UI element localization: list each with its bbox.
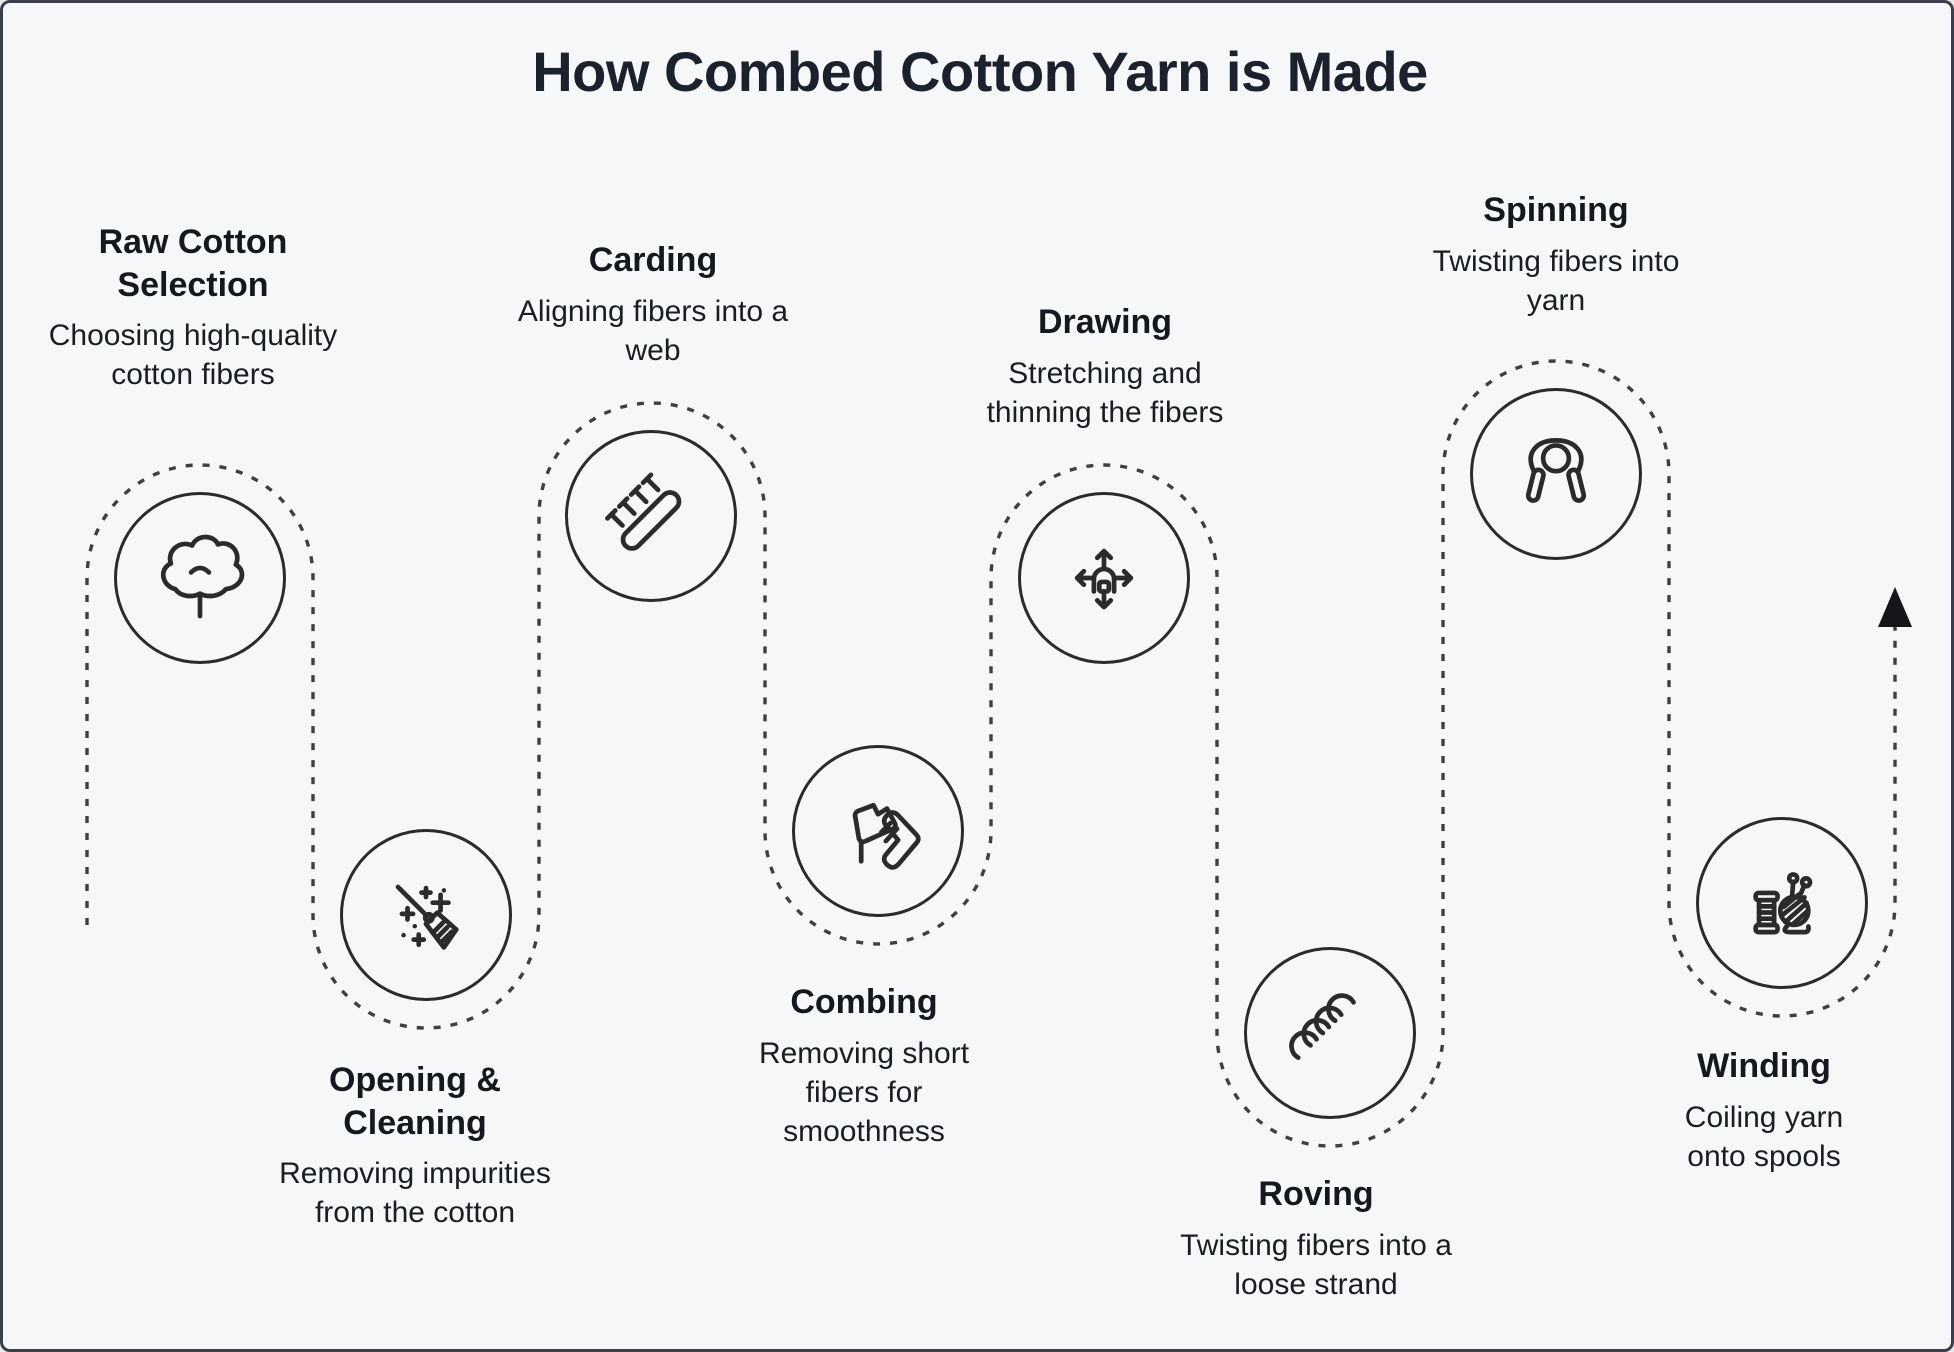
step-combing: Combing Removing short fibers for smooth… <box>739 981 989 1151</box>
step-title: Winding <box>1697 1047 1831 1085</box>
step-carding: Carding Aligning fibers into a web <box>491 239 816 370</box>
node-raw-cotton-selection <box>114 492 286 664</box>
dotted-serpentine-line <box>85 359 1897 1148</box>
step-description: Coiling yarn onto spools <box>1684 1100 1844 1173</box>
step-title: Carding <box>588 241 718 279</box>
node-combing <box>792 745 964 917</box>
step-description: Aligning fibers into a web <box>517 294 789 367</box>
node-opening-cleaning <box>340 829 512 1001</box>
step-title: Combing <box>790 983 938 1021</box>
step-title: Raw Cotton Selection <box>98 223 288 304</box>
node-winding <box>1696 817 1868 989</box>
step-description: Removing impurities from the cotton <box>279 1157 551 1229</box>
step-description: Twisting fibers into a loose strand <box>1180 1228 1452 1301</box>
cotton-boll-icon <box>160 534 245 619</box>
step-description: Twisting fibers into yarn <box>1432 244 1680 317</box>
step-winding: Winding Coiling yarn onto spools <box>1671 1045 1858 1176</box>
step-title: Spinning <box>1483 191 1629 229</box>
twisted-strand-icon <box>1289 993 1356 1060</box>
spinning-rope-icon <box>1525 438 1587 503</box>
spool-yarn-ball-icon <box>1753 872 1813 935</box>
step-opening-cleaning: Opening & Cleaning Removing impurities f… <box>248 1059 583 1232</box>
step-spinning: Spinning Twisting fibers into yarn <box>1409 189 1704 320</box>
node-roving <box>1244 947 1416 1119</box>
step-roving: Roving Twisting fibers into a loose stra… <box>1169 1173 1464 1304</box>
flow-end-arrow-icon <box>1878 587 1912 627</box>
carding-comb-icon <box>605 472 682 551</box>
page-title: How Combed Cotton Yarn is Made <box>532 40 1428 103</box>
broom-sparkles-icon <box>395 884 459 950</box>
stretch-arrows-icon <box>1074 548 1134 610</box>
step-description: Stretching and thinning the fibers <box>986 356 1224 429</box>
step-title: Opening & Cleaning <box>329 1061 501 1142</box>
step-description: Removing short fibers for smoothness <box>758 1036 970 1148</box>
node-carding <box>565 430 737 602</box>
step-drawing: Drawing Stretching and thinning the fibe… <box>963 301 1248 432</box>
comb-chevron-icon <box>852 802 921 870</box>
step-description: Choosing high-quality cotton fibers <box>48 319 338 391</box>
step-title: Roving <box>1258 1175 1374 1213</box>
step-title: Drawing <box>1037 303 1173 341</box>
node-drawing <box>1018 492 1190 664</box>
node-spinning <box>1470 388 1642 560</box>
process-flow-path <box>85 359 1912 1148</box>
step-raw-cotton-selection: Raw Cotton Selection Choosing high-quali… <box>46 221 341 394</box>
